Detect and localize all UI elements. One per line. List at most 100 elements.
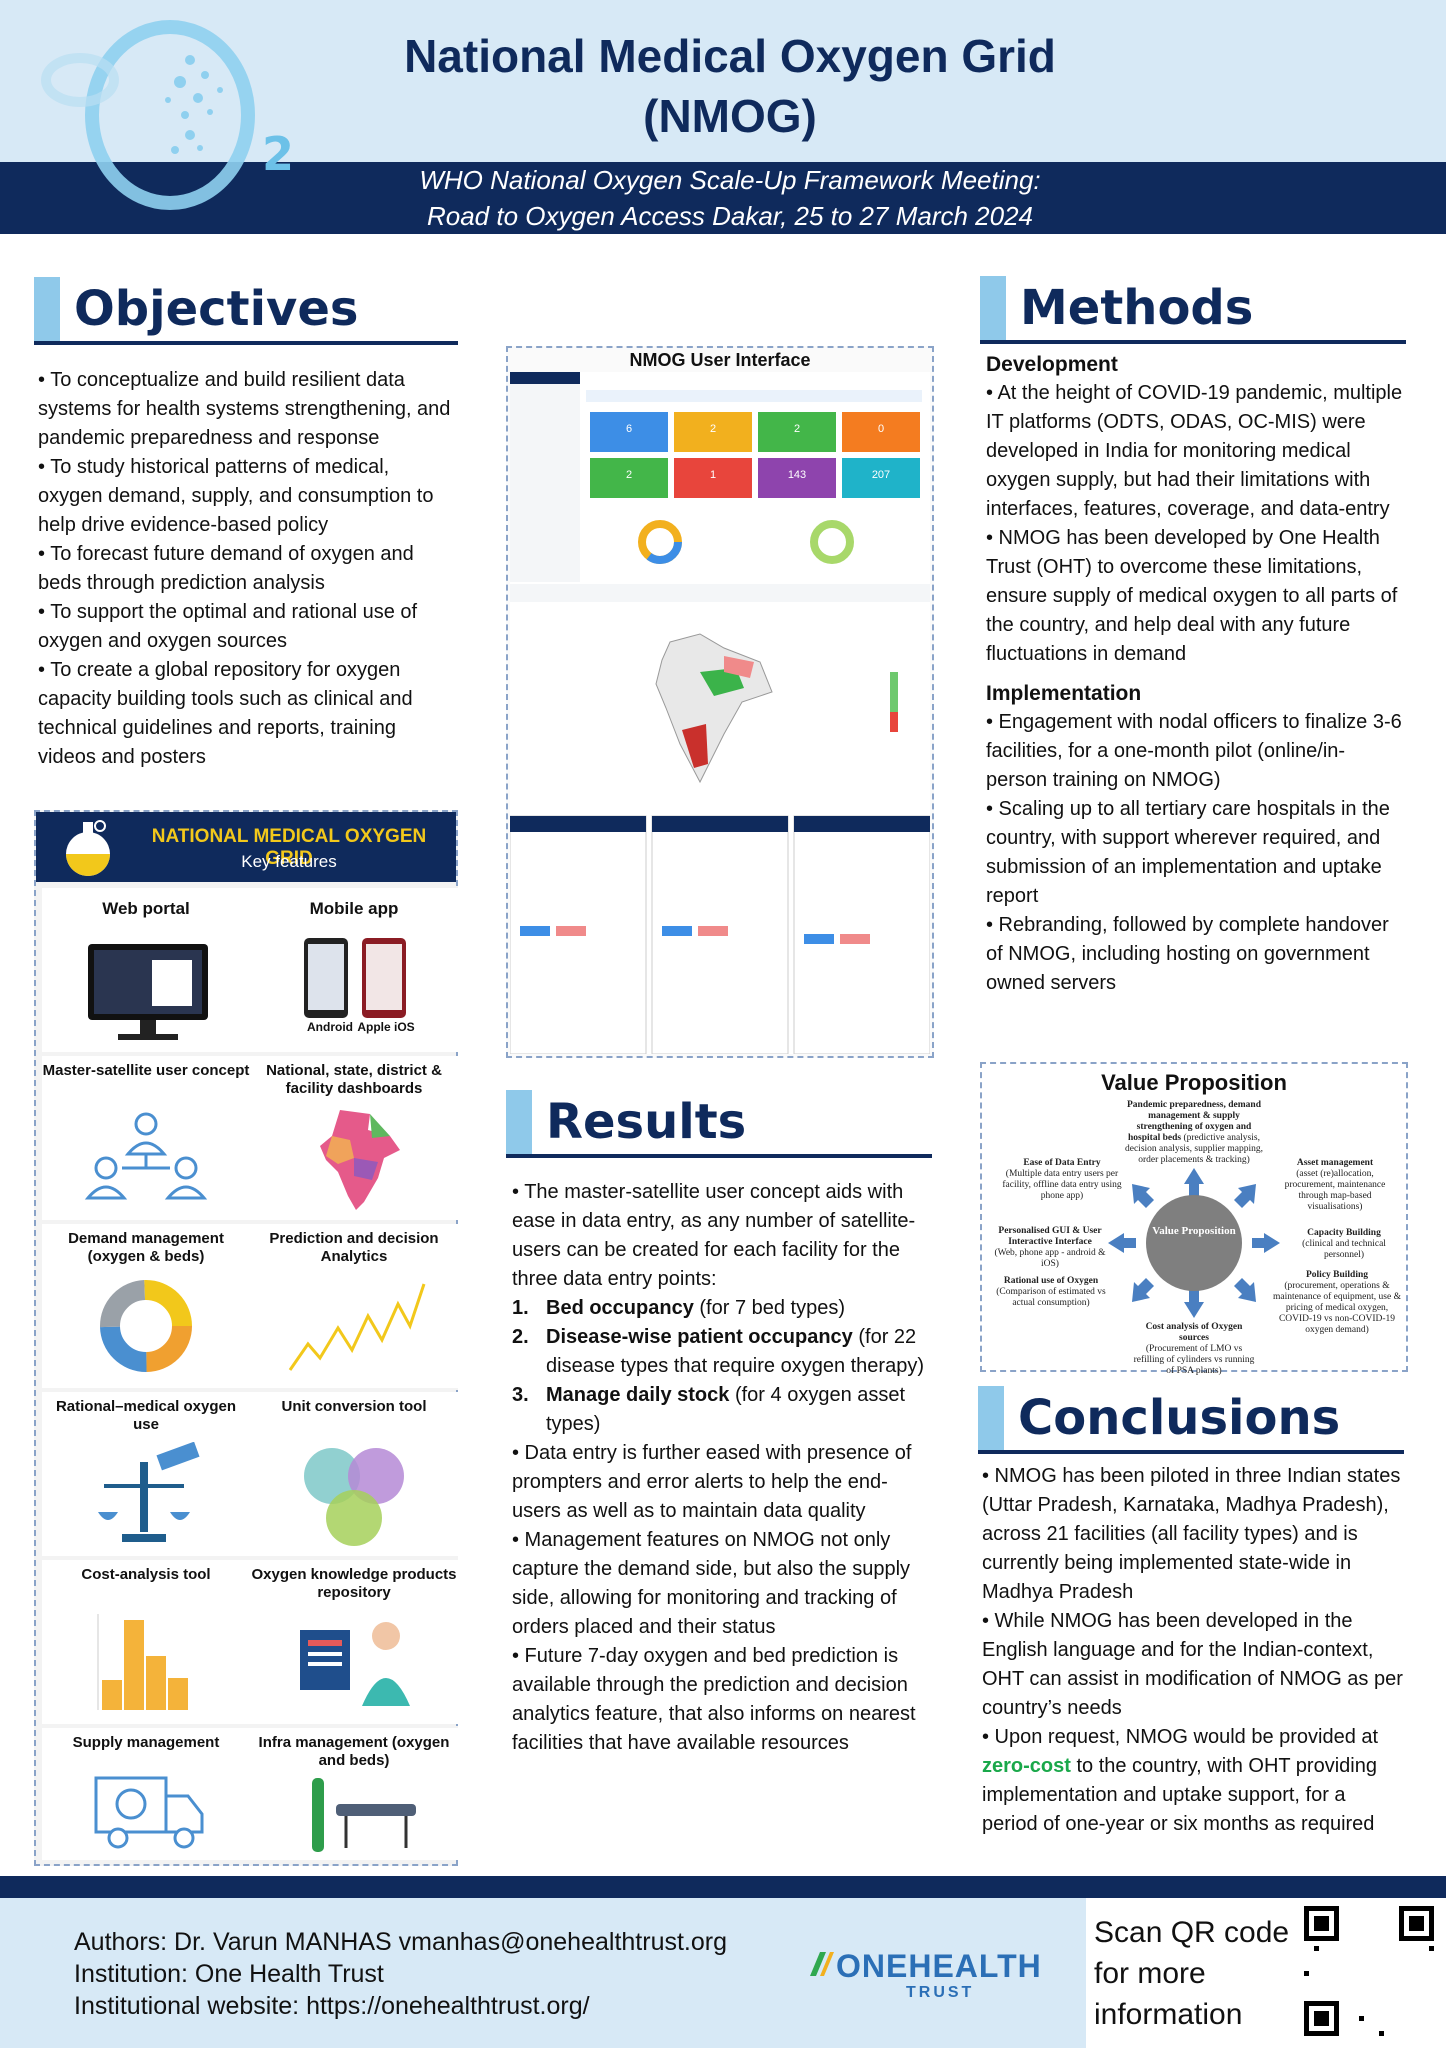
feature-dashboards: National, state, district & facility das… (250, 1056, 458, 1220)
objectives-list: • To conceptualize and build resilient d… (38, 366, 458, 772)
dashboard-tile-value: 2 (710, 423, 716, 435)
feature-label: Web portal (102, 899, 190, 918)
vp-node-cost: Cost analysis of Oxygen sources(Procurem… (1132, 1322, 1256, 1377)
implementation-heading: Implementation (986, 682, 1142, 705)
dashboard-tile (842, 412, 920, 452)
vp-node-pandemic: Pandemic preparedness, demand management… (1120, 1100, 1268, 1166)
feature-label: Demand management (oxygen & beds) (68, 1230, 224, 1265)
vp-node-rational: Rational use of Oxygen(Comparison of est… (988, 1276, 1114, 1309)
dashboard-tile (590, 412, 668, 452)
vp-node-ease: Ease of Data Entry(Multiple data entry u… (1000, 1158, 1124, 1202)
title-line-2: (NMOG) (643, 90, 817, 142)
ios-label: Apple iOS (357, 1020, 415, 1034)
list-number: 3. (512, 1384, 529, 1406)
list-bold-text: Disease-wise patient occupancy (546, 1326, 853, 1348)
mobile-screens (510, 815, 930, 1054)
vp-node-desc: (clinical and technical personnel) (1302, 1239, 1386, 1260)
feature-cost-analysis: Cost-analysis tool (42, 1560, 250, 1724)
list-rest-text: (for 22 disease types that require oxyge… (546, 1326, 924, 1377)
methods-item: • Engagement with nodal officers to fina… (986, 711, 1402, 791)
results-bullet: • Data entry is further eased with prese… (512, 1442, 912, 1522)
list-rest-text: (for 7 bed types) (693, 1297, 846, 1319)
methods-item: • At the height of COVID-19 pandemic, mu… (986, 382, 1403, 520)
development-heading: Development (986, 353, 1118, 376)
vp-node-desc: (procurement, operations & maintenance o… (1273, 1281, 1401, 1335)
vp-node-desc: (Web, phone app - android & iOS) (994, 1248, 1106, 1269)
objective-item: • To support the optimal and rational us… (38, 601, 418, 652)
trend-line-icon (288, 1283, 426, 1371)
dashboard-tile (842, 458, 920, 498)
footer-institution: Institution: One Health Trust (74, 1960, 384, 1988)
poster-title: National Medical Oxygen Grid (NMOG) (300, 26, 1160, 146)
list-number: 1. (512, 1297, 529, 1319)
result-list-item: 2.Disease-wise patient occupancy (for 22… (512, 1323, 932, 1381)
feature-label: Supply management (72, 1734, 220, 1751)
value-prop-center: Value Proposition (1152, 1225, 1236, 1237)
vp-node-title: Asset management (1296, 1158, 1374, 1168)
feature-knowledge-repository: Oxygen knowledge products repository (250, 1560, 458, 1724)
key-features-subtitle: Key features (241, 852, 337, 871)
delivery-truck-icon (94, 1776, 204, 1849)
conclusions-heading: Conclusions (978, 1386, 1404, 1454)
footer-authors: Authors: Dr. Varun MANHAS vmanhas@onehea… (74, 1928, 727, 1956)
feature-label: Unit conversion tool (281, 1398, 427, 1415)
feature-rational-use: Rational–medical oxygen use (42, 1392, 250, 1556)
conclusions-content: • NMOG has been piloted in three Indian … (982, 1462, 1406, 1839)
conclusion-text: to the country, with OHT providing imple… (982, 1755, 1377, 1835)
results-heading: Results (506, 1090, 932, 1158)
bed-cylinder-icon (312, 1778, 416, 1852)
objective-item: • To study historical patterns of medica… (38, 456, 434, 536)
results-intro: • The master-satellite user concept aids… (512, 1181, 916, 1290)
feature-label: Mobile app (309, 899, 399, 918)
dashboard-tile-value: 2 (794, 423, 800, 435)
dashboard-tile-value: 1 (710, 469, 716, 481)
ui-panel-title: NMOG User Interface (629, 350, 811, 370)
vp-node-policy: Policy Building(procurement, operations … (1270, 1270, 1404, 1336)
objectives-heading-text: Objectives (74, 281, 359, 337)
footer-website: Institutional website: https://onehealth… (74, 1992, 590, 2020)
dashboard-tile (758, 458, 836, 498)
dashboard-tile-value: 207 (872, 469, 890, 481)
conclusion-item: • While NMOG has been developed in the E… (982, 1610, 1403, 1719)
objective-item: • To create a global repository for oxyg… (38, 659, 413, 768)
vp-node-title: Ease of Data Entry (1023, 1158, 1101, 1168)
vp-node-capacity: Capacity Building(clinical and technical… (1284, 1228, 1404, 1261)
key-features-title: NATIONAL MEDICAL OXYGEN GRID (151, 826, 427, 869)
gavel-scale-icon (98, 1442, 200, 1542)
dashboard-tile (758, 412, 836, 452)
list-rest-text: (for 4 oxygen asset types) (546, 1384, 906, 1435)
methods-heading: Methods (980, 276, 1406, 344)
one-health-logo-icon (810, 1952, 834, 1976)
vp-node-desc: (asset (re)allocation, procurement, main… (1284, 1169, 1386, 1212)
heading-accent-bar (506, 1090, 532, 1154)
android-label: Android (307, 1020, 353, 1034)
feature-label: Infra management (oxygen and beds) (258, 1734, 450, 1769)
heading-accent-bar (980, 276, 1006, 340)
results-bullet: • Future 7-day oxygen and bed prediction… (512, 1645, 916, 1754)
vp-node-title: Capacity Building (1307, 1228, 1381, 1238)
vp-node-title: Pandemic preparedness, demand management… (1127, 1100, 1261, 1143)
methods-item: • Scaling up to all tertiary care hospit… (986, 798, 1390, 907)
subtitle-line-1: WHO National Oxygen Scale-Up Framework M… (419, 165, 1041, 195)
results-bullet: • Management features on NMOG not only c… (512, 1529, 911, 1638)
results-heading-text: Results (546, 1094, 747, 1150)
results-numbered-list: 1.Bed occupancy (for 7 bed types) 2.Dise… (512, 1294, 932, 1439)
methods-content: Development • At the height of COVID-19 … (986, 350, 1406, 998)
donut-chart-icon (100, 1280, 192, 1372)
users-network-icon (84, 1112, 208, 1200)
zero-cost-highlight: zero-cost (982, 1755, 1071, 1777)
monitor-icon (88, 944, 208, 1040)
header-band (0, 162, 1446, 234)
dashboard-tile (590, 458, 668, 498)
title-line-1: National Medical Oxygen Grid (404, 30, 1056, 82)
methods-heading-text: Methods (1020, 280, 1254, 336)
feature-label: Prediction and decision Analytics (269, 1230, 439, 1265)
result-list-item: 3.Manage daily stock (for 4 oxygen asset… (512, 1381, 932, 1439)
result-list-item: 1.Bed occupancy (for 7 bed types) (512, 1294, 932, 1323)
methods-item: • Rebranding, followed by complete hando… (986, 914, 1389, 994)
feature-demand-management: Demand management (oxygen & beds) (42, 1224, 250, 1388)
qr-code[interactable] (1304, 1906, 1434, 2036)
vp-node-title: Policy Building (1305, 1270, 1369, 1280)
oxygen-cylinder-logo-icon (66, 820, 110, 876)
objectives-heading: Objectives (34, 277, 458, 345)
